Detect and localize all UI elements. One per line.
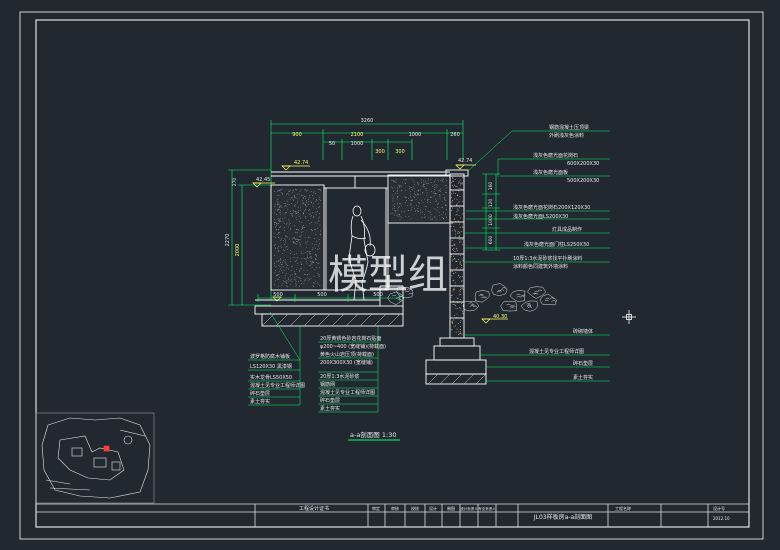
dim-bottom-0: 500 <box>273 292 283 298</box>
dim-left-2: 2000 <box>235 244 241 257</box>
bottom-label-5: 钢筋网 <box>320 381 335 388</box>
dim-right-1: 120 <box>488 199 494 208</box>
bottom-label-3: 200X300X30 (宽缝铺) <box>320 359 373 366</box>
right-label-10: 10厚1:3水泥砂浆找平扑刷涂料 <box>513 255 582 262</box>
crosshair-cursor <box>622 310 636 324</box>
left-label-4: 碎石垫层 <box>250 390 270 397</box>
right-dimension-chain <box>482 173 500 251</box>
stone-hatch-dots <box>273 178 448 288</box>
title-drawing-name: JL03样板房a-a剖面图 <box>533 513 592 521</box>
right-label-1: 外刷浅灰色涂料 <box>549 132 584 139</box>
dim-top-inner-2: 300 <box>375 149 385 155</box>
section-title: a-a剖面图 1:30 <box>350 430 396 439</box>
elev-sub: 42.45 <box>256 177 270 183</box>
slab-hatch <box>261 313 487 385</box>
bottom-label-0: 20厚黄锈色砂岩花岗石贴面 <box>320 335 381 342</box>
title-cell-1: 审核 <box>391 505 399 511</box>
dim-bottom-2: 500 <box>373 292 383 298</box>
title-project-label: 工程名称 <box>615 505 631 511</box>
right-label-13: 混凝土见专业工程师详图 <box>529 348 584 355</box>
dim-top-inner-3: 300 <box>395 149 405 155</box>
bottom-label-7: 碎石垫层 <box>320 397 340 404</box>
right-label-5: 500X200X30 <box>567 178 599 184</box>
right-label-7: 浅灰色磨光面LS200X30 <box>513 213 568 220</box>
dim-top-total: 3260 <box>361 118 374 124</box>
right-label-4: 浅灰色磨光面板 <box>533 169 568 176</box>
title-cell-2: 校核 <box>411 505 419 511</box>
right-label-14: 碎石垫层 <box>573 360 593 367</box>
right-label-11: 涂料颜色同建筑外墙涂料 <box>513 263 568 270</box>
left-label-3: 混凝土见专业工程师详图 <box>250 382 305 389</box>
title-cell-6: 专业负责人 <box>478 506 496 511</box>
right-label-0: 钢筋混凝土压顶梁 <box>549 124 589 131</box>
title-block <box>36 503 749 527</box>
section-walls <box>270 171 451 291</box>
dim-left-0: 270 <box>232 178 238 187</box>
bottom-dimension-chain <box>257 294 401 302</box>
right-label-3: 600X200X30 <box>567 161 599 167</box>
left-label-1: LS120X30 黑漆钢 <box>250 363 292 370</box>
sheet-border-outer <box>19 11 764 540</box>
left-label-2: 实木龙骨LS50X50 <box>250 374 292 381</box>
center-callouts: 20厚黄锈色砂岩花岗石贴面 φ200~400 (宽缝铺)(荷载面) 黄色火山岩压… <box>320 335 386 412</box>
elevation-marks <box>252 164 508 324</box>
title-date: 2012.10 <box>713 516 730 521</box>
sheet-border-inner <box>35 19 750 528</box>
bottom-label-2: 黄色火山岩压顶(荷载面) <box>320 351 374 358</box>
right-label-9: 浅灰色磨光面门柱LS250X30 <box>524 241 589 248</box>
dim-top-seg-1: 2100 <box>351 132 364 138</box>
dim-right-2: 1000 <box>488 214 494 226</box>
right-callouts: 钢筋混凝土压顶梁 外刷浅灰色涂料 浅灰色磨光面花岗石 600X200X30 浅灰… <box>513 124 599 381</box>
right-label-12: 砖砌墙体 <box>573 328 593 335</box>
right-label-6: 浅灰色磨光面花岗石200X120X30 <box>513 204 590 211</box>
dim-left-1: 2270 <box>225 234 231 247</box>
right-label-2: 浅灰色磨光面花岗石 <box>533 152 578 159</box>
left-label-0: 波罗格防腐木铺板 <box>250 353 290 360</box>
title-company: 工程设计证书 <box>299 505 329 512</box>
dim-right-3: 600 <box>488 236 494 245</box>
center-leaders <box>318 326 379 413</box>
left-leaders <box>248 311 301 406</box>
key-plan <box>35 412 155 504</box>
left-label-5: 素土夯实 <box>250 398 270 405</box>
elev-ground: 40.30 <box>493 314 507 320</box>
title-cell-3: 设计 <box>429 505 437 511</box>
title-no-label: 设计号 <box>713 505 725 511</box>
dim-top-seg-0: 900 <box>292 132 302 138</box>
bottom-label-4: 20厚1:3水泥砂浆 <box>320 373 359 380</box>
title-cell-5: 设计负责人 <box>460 506 478 511</box>
shrub-planting <box>387 283 557 312</box>
dim-top-seg-2: 1000 <box>409 132 422 138</box>
dim-top-inner-0: 50 <box>329 141 335 147</box>
elev-top: 42.74 <box>294 160 308 166</box>
human-figure <box>348 205 376 301</box>
right-pier <box>433 169 481 361</box>
bottom-label-1: φ200~400 (宽缝铺)(荷载面) <box>320 343 386 350</box>
right-label-8: 灯具成品制作 <box>552 226 582 233</box>
right-leaders <box>464 130 610 382</box>
title-cell-0: 审定 <box>372 505 380 511</box>
pier-brick-pattern <box>450 175 464 336</box>
dim-top-inner-1: 1000 <box>351 141 364 147</box>
left-dimension-chain <box>228 169 271 306</box>
base-slab <box>254 285 487 385</box>
bottom-label-6: 混凝土见专业工程师详图 <box>320 389 375 396</box>
title-cell-4: 制图 <box>447 505 455 511</box>
right-label-15: 素土夯实 <box>573 374 593 381</box>
dim-right-0: 160 <box>488 182 494 191</box>
left-callouts: 波罗格防腐木铺板 LS120X30 黑漆钢 实木龙骨LS50X50 混凝土见专业… <box>250 353 305 405</box>
elev-right: 42.74 <box>458 158 472 164</box>
watermark-text: 模型组 <box>328 252 448 298</box>
dim-bottom-1: 500 <box>317 292 327 298</box>
bottom-label-8: 素土夯实 <box>320 405 340 412</box>
dim-top-seg-3: 260 <box>450 132 460 138</box>
